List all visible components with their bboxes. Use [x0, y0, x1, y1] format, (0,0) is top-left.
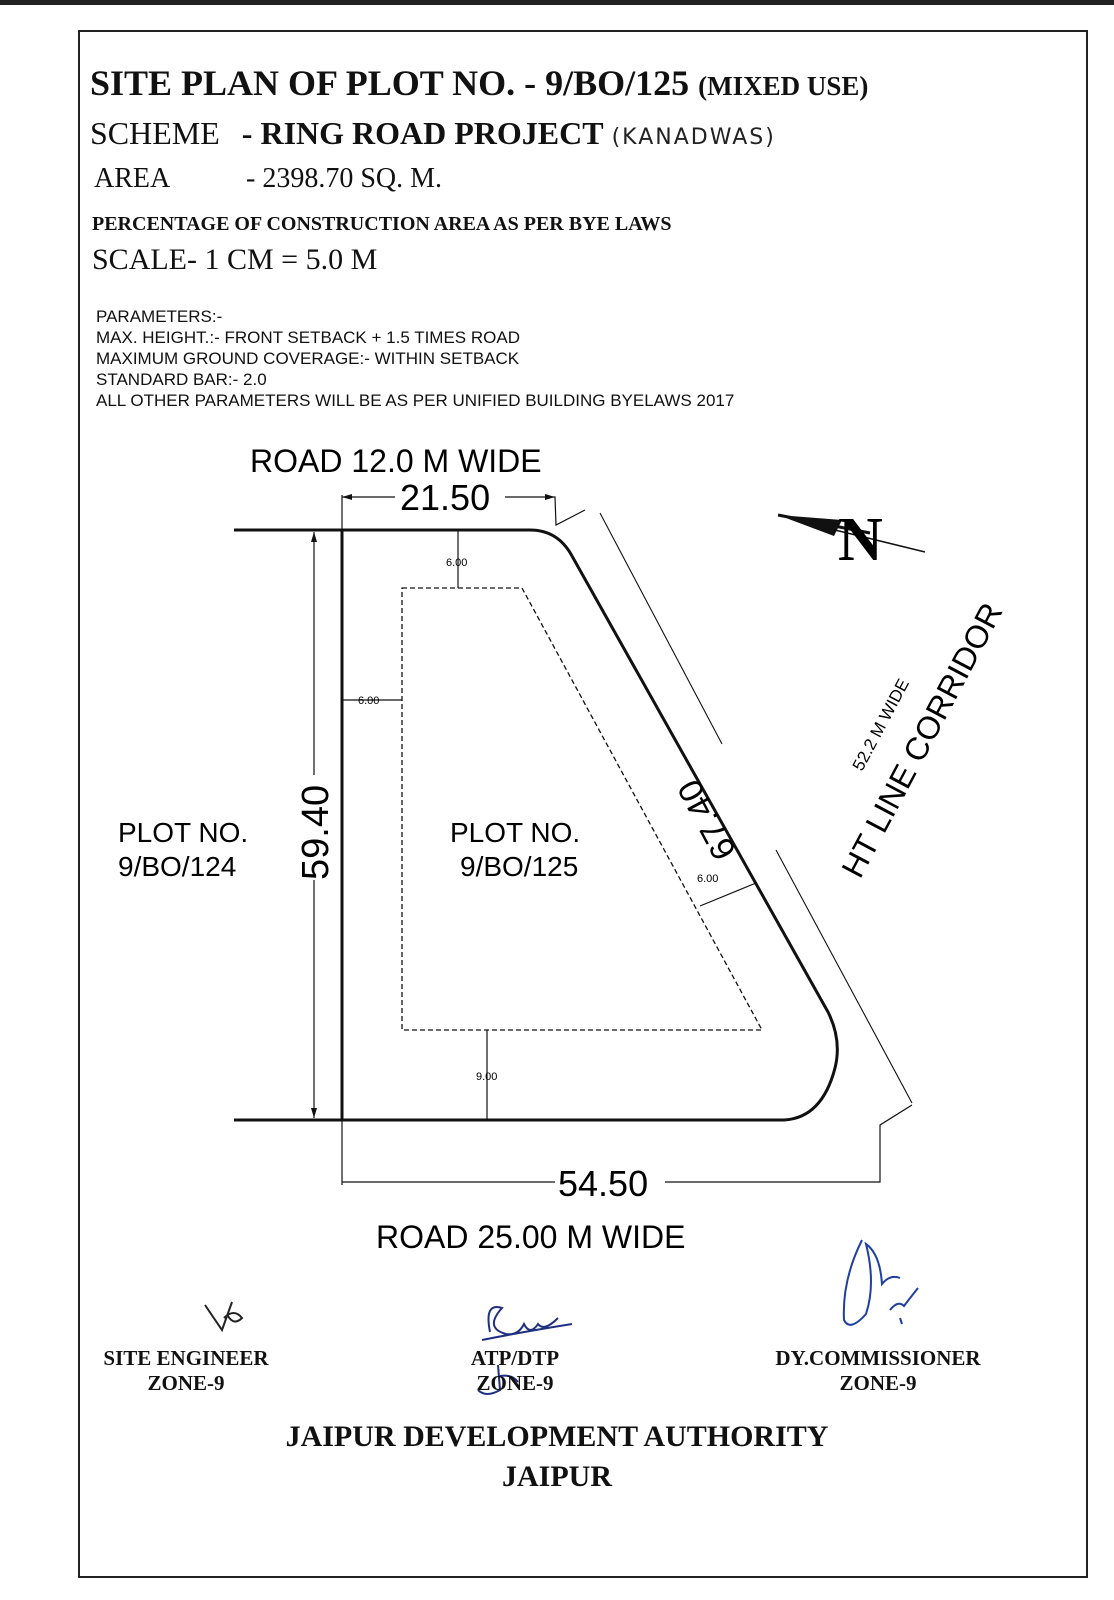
scheme-line: SCHEME - RING ROAD PROJECT (KANADWAS) — [90, 115, 776, 152]
atp-dtp-signature — [477, 1306, 573, 1395]
parameter-item: MAX. HEIGHT.:- FRONT SETBACK + 1.5 TIMES… — [96, 328, 520, 347]
dim-line-top — [341, 495, 586, 1120]
site-plan-title: SITE PLAN OF PLOT NO. - 9/BO/125 (MIXED … — [90, 62, 868, 104]
title-text: SITE PLAN OF PLOT NO. - 9/BO/125 — [90, 63, 690, 103]
authority-name: JAIPUR DEVELOPMENT AUTHORITY — [285, 1420, 829, 1453]
plot-boundary-top — [234, 528, 574, 557]
scan-top-edge — [0, 0, 1114, 5]
dim-line-bottom — [341, 1104, 913, 1185]
authority-city: JAIPUR — [502, 1460, 612, 1493]
signatory-role: ATP/DTP — [470, 1346, 560, 1370]
plot-boundary-diagonal — [570, 555, 839, 1122]
area-value: - 2398.70 SQ. M. — [246, 163, 443, 194]
signatory-zone: ZONE-9 — [147, 1371, 225, 1395]
dim-left-label: 59.40 — [295, 785, 337, 880]
signatory-zone: ZONE-9 — [839, 1371, 917, 1395]
title-suffix: (MIXED USE) — [698, 71, 869, 101]
road-bottom-label: ROAD 25.00 M WIDE — [376, 1219, 685, 1255]
signatory-role: DY.COMMISSIONER — [775, 1346, 981, 1370]
dim-bottom-label: 54.50 — [558, 1163, 648, 1204]
parameter-item: STANDARD BAR:- 2.0 — [96, 370, 267, 389]
corridor-label: HT LINE CORRIDOR — [834, 597, 1009, 883]
setback-top-label: 6.00 — [446, 557, 467, 569]
parameters-heading: PARAMETERS:- — [96, 307, 223, 326]
setback-diagonal-label: 6.00 — [697, 873, 718, 885]
signatory-role: SITE ENGINEER — [103, 1346, 269, 1370]
road-top-label: ROAD 12.0 M WIDE — [250, 443, 542, 479]
neighbor-plot-label-line1: PLOT NO. — [118, 817, 248, 848]
dim-diagonal-label: 67.40 — [671, 773, 745, 866]
setback-bottom-label: 9.00 — [476, 1071, 497, 1083]
dy-commissioner-block: DY.COMMISSIONER ZONE-9 — [758, 1346, 998, 1396]
neighbor-plot-label-line2: 9/BO/124 — [118, 851, 236, 882]
site-engineer-block: SITE ENGINEER ZONE-9 — [93, 1346, 279, 1396]
parameters-block: PARAMETERS:- MAX. HEIGHT.:- FRONT SETBAC… — [96, 306, 734, 411]
percentage-note: PERCENTAGE OF CONSTRUCTION AREA AS PER B… — [92, 213, 672, 235]
parameter-item: ALL OTHER PARAMETERS WILL BE AS PER UNIF… — [96, 391, 735, 410]
signatory-zone: ZONE-9 — [476, 1371, 554, 1395]
setback-left-label: 6.00 — [358, 695, 379, 707]
scheme-handwritten-note: (KANADWAS) — [611, 125, 776, 150]
dim-line-diagonal — [599, 512, 913, 1104]
atp-dtp-block: ATP/DTP ZONE-9 — [450, 1346, 580, 1396]
dy-commissioner-signature — [842, 1239, 919, 1326]
setback-diagonal-dim — [699, 882, 757, 907]
subject-plot-label-line2: 9/BO/125 — [460, 851, 578, 882]
north-arrow-head — [778, 515, 842, 536]
site-engineer-signature — [204, 1301, 244, 1333]
scheme-value: - RING ROAD PROJECT — [241, 115, 604, 151]
parameter-item: MAXIMUM GROUND COVERAGE:- WITHIN SETBACK — [96, 349, 520, 368]
scheme-label: SCHEME — [90, 115, 220, 151]
north-label: N — [838, 506, 883, 574]
setback-line — [401, 587, 764, 1031]
scale-text: SCALE- 1 CM = 5.0 M — [92, 243, 378, 276]
drawing-border — [78, 30, 1088, 1578]
subject-plot-label-line1: PLOT NO. — [450, 817, 580, 848]
area-label: AREA — [94, 163, 171, 194]
dim-top-label: 21.50 — [400, 477, 490, 518]
